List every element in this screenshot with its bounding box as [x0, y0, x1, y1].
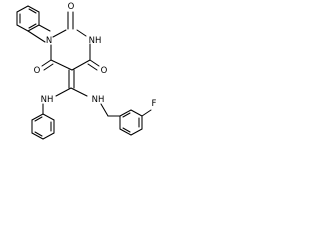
- tolyl-ring: [16, 5, 40, 32]
- c-nh-right-bond: [70, 87, 88, 97]
- carbonyl-right: [89, 59, 100, 67]
- nh-ring-label: NH: [89, 36, 102, 46]
- pyrimidinetrione-ring: [50, 29, 91, 71]
- phenyl-ring: [31, 113, 55, 140]
- carbonyl-left: [43, 63, 54, 71]
- methyl-bond: [38, 24, 51, 32]
- carbonyl-left: [41, 59, 52, 67]
- oxygen-right-label: O: [101, 66, 108, 76]
- carbonyl-right: [87, 63, 98, 71]
- fluorophenyl-ring: [119, 109, 143, 136]
- nh-right-label: NH: [92, 95, 105, 105]
- structure-canvas: O N NH O O NH NH F: [16, 2, 157, 140]
- tolyl-n-bond: [27, 30, 46, 43]
- fluorine-label: F: [152, 99, 157, 109]
- c-nh-left-bond: [55, 87, 72, 97]
- oxygen-top-label: O: [68, 2, 75, 12]
- oxygen-left-label: O: [34, 66, 41, 76]
- chemical-structure-diagram: O N NH O O NH NH F: [0, 0, 160, 159]
- nh-ch2-bond: [100, 103, 109, 117]
- c-f-bond: [141, 109, 152, 117]
- nitrogen-label: N: [46, 36, 52, 46]
- nh-left-label: NH: [41, 95, 54, 105]
